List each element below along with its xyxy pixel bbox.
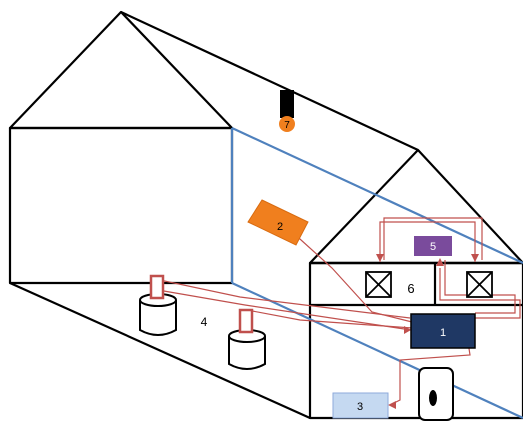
fan-right xyxy=(466,271,493,298)
arrow-into-fan2 xyxy=(471,254,479,262)
tanks-label: 4 xyxy=(201,315,208,329)
fan-right-x2 xyxy=(466,271,493,298)
unit-2-label: 2 xyxy=(277,221,283,233)
unit-3: 3 xyxy=(332,392,389,419)
tank-left xyxy=(139,274,177,336)
arrow-into-fan1 xyxy=(376,254,384,262)
boiler-opening xyxy=(429,390,437,406)
tank-right-pipe xyxy=(238,308,254,334)
pipe-loop-fans xyxy=(379,221,476,262)
pipe-return xyxy=(439,268,521,319)
ground-edge xyxy=(9,281,311,420)
arrow-into-unit1 xyxy=(404,326,411,334)
unit-5-label: 5 xyxy=(430,241,436,253)
fan-left-x2 xyxy=(365,271,392,298)
pipe-arrows xyxy=(376,254,479,409)
chimney-cap xyxy=(279,116,295,132)
roof-ridge xyxy=(120,11,419,151)
tank-right-body xyxy=(228,336,266,370)
unit-5: 5 xyxy=(414,236,452,256)
left-gable xyxy=(8,10,234,130)
unit-1-box xyxy=(410,313,476,349)
pipe-unit1-to-unit3 xyxy=(389,341,471,406)
unit-3-label: 3 xyxy=(357,401,363,413)
unit-2-panel xyxy=(247,199,309,246)
chimney-stack xyxy=(280,90,294,118)
pipe-tank2-to-unit1 xyxy=(246,309,413,329)
arrow-into-unit5 xyxy=(436,258,444,266)
pipe-unit2-to-unit1 xyxy=(289,229,413,323)
blue-edge-3 xyxy=(231,282,523,419)
unit-1: 1 xyxy=(410,313,476,349)
pipe-return-b xyxy=(444,260,516,314)
pipe-loop-fans-b xyxy=(383,217,483,260)
fans-label: 6 xyxy=(407,281,414,296)
unit-2: 2 xyxy=(247,199,309,246)
unit-3-box xyxy=(332,392,389,419)
tank-left-pipe xyxy=(149,274,165,300)
left-end-wall xyxy=(8,126,234,285)
pipe-network xyxy=(157,217,521,406)
unit-5-box xyxy=(414,236,452,256)
tank-right xyxy=(228,308,266,370)
blue-edge-1 xyxy=(231,127,523,264)
tank-left-body xyxy=(139,300,177,336)
arrow-into-unit3 xyxy=(388,401,396,409)
house-outline xyxy=(8,10,523,420)
boiler xyxy=(418,367,454,421)
chimney: 7 xyxy=(279,90,295,132)
unit-1-label: 1 xyxy=(440,327,446,339)
chimney-label: 7 xyxy=(284,120,290,131)
pipe-tank1-to-unit1-b xyxy=(157,289,412,331)
fan-left xyxy=(365,271,392,298)
